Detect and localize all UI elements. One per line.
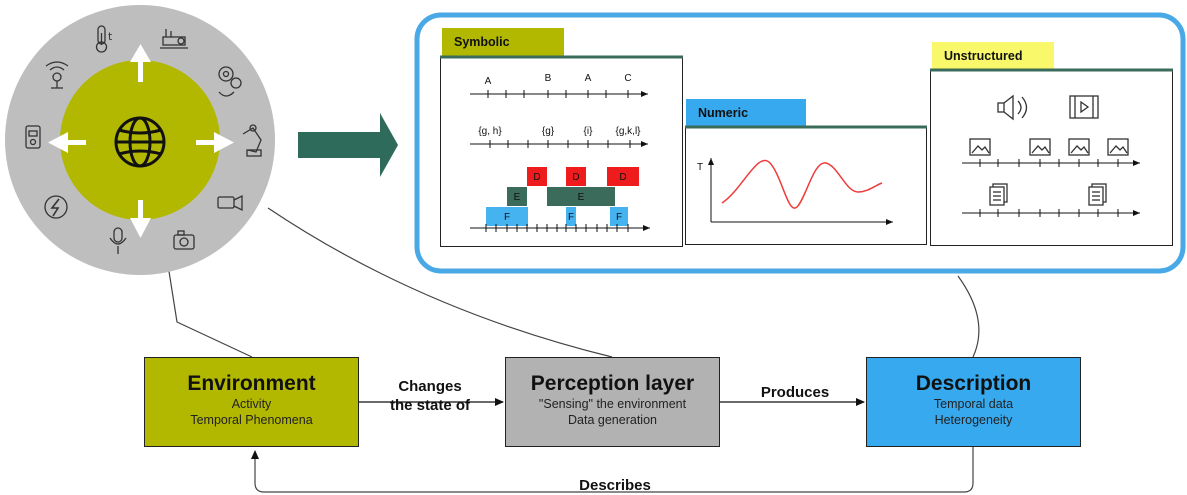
unstructured-timelines [962, 159, 1140, 217]
factory-sensor-icon [160, 29, 188, 49]
thermometer-icon: t [95, 25, 113, 53]
interval-d-label-1: D [533, 172, 540, 183]
numeric-panel [685, 127, 927, 245]
perception-node: Perception layer "Sensing" the environme… [505, 357, 720, 447]
numeric-series-line [721, 159, 883, 209]
interval-e-label-1: E [514, 192, 521, 203]
image-icon [969, 138, 1129, 156]
connector-panel-to-description [957, 275, 980, 358]
symbolic-label-b: B [545, 73, 552, 84]
interval-f-2 [566, 207, 576, 226]
robot-arm-icon [242, 124, 262, 157]
data-types-outline [414, 12, 1186, 274]
lightning-icon [44, 195, 68, 219]
symbolic-timeline-1 [470, 90, 648, 98]
environment-node: Environment Activity Temporal Phenomena [144, 357, 359, 447]
symbolic-label-c: C [624, 73, 631, 84]
interval-f-1 [486, 207, 528, 226]
perception-title: Perception layer [530, 372, 695, 395]
brain-gears-icon [218, 66, 242, 97]
symbolic-set-4: {g,k,l} [615, 126, 641, 137]
symbolic-label-a2: A [585, 73, 592, 84]
connector-circle-to-environment [167, 264, 253, 358]
edge-label-describes: Describes [579, 477, 651, 494]
edge-label-changes-line-1: Changes [398, 378, 462, 395]
document-icon [989, 183, 1107, 206]
ring-arrows [48, 44, 234, 238]
perception-line-1: "Sensing" the environment [538, 397, 687, 411]
symbolic-set-1: {g, h} [478, 126, 502, 137]
interval-e-2 [547, 187, 615, 206]
unstructured-panel [930, 70, 1173, 246]
arrow-description-to-environment [251, 447, 974, 493]
smart-meter-icon [25, 125, 41, 149]
description-line-1: Temporal data [933, 397, 1014, 411]
interval-e-1 [507, 187, 527, 206]
environment-line-2: Temporal Phenomena [190, 413, 313, 427]
symbolic-timeline-2 [470, 140, 648, 148]
symbolic-intervals: D D D E E F F F [470, 167, 650, 232]
globe-icon [114, 116, 166, 168]
interval-f-3 [610, 207, 628, 226]
symbolic-label-a1: A [485, 76, 492, 87]
video-camera-icon [217, 194, 243, 212]
photo-camera-icon [173, 230, 195, 250]
interval-f-label-2: F [568, 212, 574, 223]
perception-line-2: Data generation [568, 413, 657, 427]
edge-label-produces: Produces [760, 384, 830, 401]
big-teal-arrow [298, 113, 398, 177]
environment-title: Environment [187, 372, 316, 395]
interval-e-label-2: E [578, 192, 585, 203]
interval-f-label-1: F [504, 212, 510, 223]
numeric-axis-label: T [697, 162, 703, 173]
connector-circle-to-perception [267, 207, 613, 358]
symbolic-set-2: {g} [542, 126, 555, 137]
unstructured-tab: Unstructured [932, 42, 1054, 70]
description-title: Description [915, 372, 1032, 395]
interval-d-label-2: D [572, 172, 579, 183]
film-icon [1069, 95, 1099, 119]
numeric-plot: T [697, 158, 893, 225]
interval-f-label-3: F [616, 212, 622, 223]
description-line-2: Heterogeneity [934, 413, 1013, 427]
interval-d-label-3: D [619, 172, 626, 183]
numeric-tab: Numeric [686, 99, 806, 127]
wifi-sensor-icon [45, 61, 69, 89]
interval-d-3 [607, 167, 639, 186]
edge-label-changes: Changes the state of [380, 377, 480, 415]
symbolic-tab: Symbolic [442, 28, 564, 56]
interval-d-1 [527, 167, 547, 186]
edge-label-changes-line-2: the state of [389, 397, 470, 414]
description-node: Description Temporal data Heterogeneity [866, 357, 1081, 447]
symbolic-panel [440, 57, 683, 247]
unstructured-drawings [969, 94, 1129, 206]
symbolic-set-3: {i} [584, 126, 594, 137]
microphone-icon [109, 227, 127, 254]
sensor-ring: t [5, 5, 275, 275]
svg-text:t: t [108, 30, 113, 43]
speaker-icon [997, 94, 1028, 121]
interval-d-2 [566, 167, 586, 186]
environment-line-1: Activity [231, 397, 272, 411]
